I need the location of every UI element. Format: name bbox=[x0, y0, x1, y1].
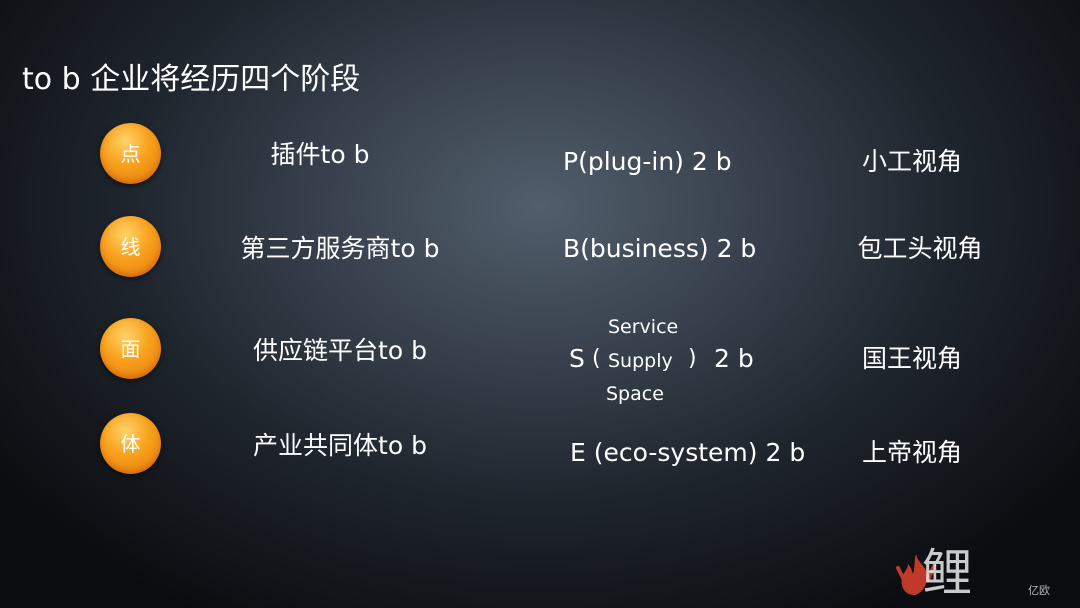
stage-badge-ti: 体 bbox=[100, 413, 161, 474]
stage-model-suffix: 2 b bbox=[714, 344, 754, 373]
stage-badge-xian: 线 bbox=[100, 216, 161, 277]
stage-model-option: Supply bbox=[608, 350, 673, 372]
stage-model-option: Service bbox=[608, 316, 679, 338]
stage-badge-label: 点 bbox=[120, 141, 141, 166]
stage-name: 第三方服务商to b bbox=[240, 234, 440, 263]
watermark-text: 鲤 bbox=[922, 544, 972, 602]
stage-view: 上帝视角 bbox=[861, 438, 963, 467]
stage-name: 插件to b bbox=[270, 140, 370, 169]
stage-badge-mian: 面 bbox=[100, 318, 161, 379]
stage-model-open-paren: ( bbox=[592, 346, 601, 371]
stage-badge-label: 线 bbox=[120, 234, 141, 259]
stage-badge-label: 体 bbox=[120, 431, 141, 456]
stage-name: 供应链平台to b bbox=[253, 336, 427, 365]
watermark-logo: 鲤 亿欧 bbox=[894, 540, 1064, 604]
stage-model: B(business) 2 b bbox=[563, 234, 757, 263]
stage-badge-dian: 点 bbox=[100, 123, 161, 184]
stage-view: 小工视角 bbox=[861, 147, 963, 176]
stage-model-option: Space bbox=[606, 383, 664, 405]
stage-model-close-paren: ) bbox=[688, 346, 697, 371]
stage-view: 国王视角 bbox=[861, 344, 963, 373]
stage-model-prefix: S bbox=[569, 344, 585, 373]
fire-logo-icon bbox=[896, 554, 936, 595]
stage-model: P(plug-in) 2 b bbox=[563, 147, 732, 176]
slide-title: to b 企业将经历四个阶段 bbox=[22, 62, 361, 97]
stage-view: 包工头视角 bbox=[857, 234, 983, 263]
stage-model: E (eco-system) 2 b bbox=[570, 438, 806, 467]
stage-badge-label: 面 bbox=[120, 336, 141, 361]
watermark-subtext: 亿欧 bbox=[1028, 584, 1050, 597]
stage-name: 产业共同体to b bbox=[253, 431, 427, 460]
